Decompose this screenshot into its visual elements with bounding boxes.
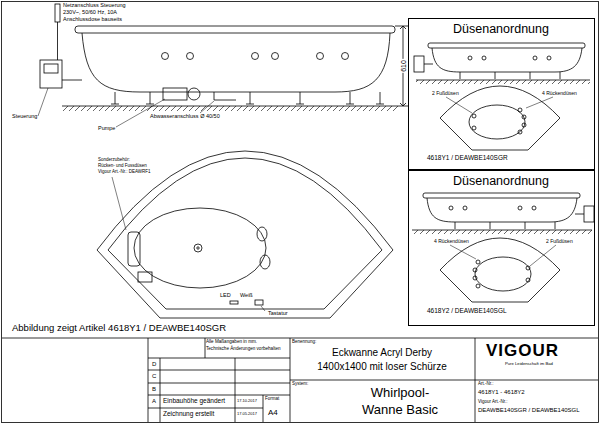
note-text: Vigour Art.-Nr.: DEAWRF1 <box>98 170 151 175</box>
callout-label: 2 Fußdüsen <box>431 91 460 96</box>
revision-text: Zeichnung erstellt <box>163 411 214 418</box>
title-text: Wanne Basic <box>362 403 438 416</box>
title-block-text: Technische Änderungen vorbehalten <box>206 347 281 352</box>
title-block-lines <box>2 338 598 422</box>
model-label: 4618Y2 / DEAWBE140SGL <box>427 308 507 315</box>
title-block-text: Vigour Art.-Nr.: <box>478 400 507 405</box>
part-label: Weiß <box>240 293 253 299</box>
jet-layout-right <box>414 43 590 150</box>
model-label: 4618Y1 / DEAWBE140SGR <box>427 155 508 162</box>
jet-panel: Düsenanordnung 4 Rückendüsen 2 Fußdüsen 461… <box>408 170 595 326</box>
brand-slogan: Pure Leidenschaft im Bad <box>505 362 553 366</box>
note-text: Rücken- und Fussdüsen <box>98 164 147 169</box>
jet-panel: Düsenanordnung 2 Fußdüsen 4 Rückendüsen 461… <box>408 18 595 170</box>
title-text: Whirlpool- <box>371 386 430 399</box>
note-text: Anschlussdose bauseits <box>63 17 122 23</box>
plan-view <box>97 151 393 318</box>
title-block-text: Art.-Nr.: <box>478 382 494 387</box>
title-text: 1400x1400 mit loser Schürze <box>317 362 447 372</box>
title-block-text: A4 <box>268 409 278 417</box>
part-label: Pumpe <box>98 126 115 132</box>
revision-letter: D <box>152 361 156 367</box>
revision-text: Einbauhöhe geändert <box>163 398 225 405</box>
brand-logo: VIGOUR <box>486 342 559 359</box>
dimension-label: 610 <box>400 59 407 73</box>
callout-label: 4 Rückendüsen <box>433 239 470 244</box>
title-block-text: Format <box>265 397 279 402</box>
title-block-text: Benennung: <box>292 340 316 345</box>
panel-heading: Düsenanordnung <box>453 23 549 36</box>
jet-layout-left <box>412 193 594 302</box>
revision-letter: A <box>152 398 156 404</box>
revision-date: 17.10.2017 <box>237 399 257 403</box>
callout-label: 2 Fußdüsen <box>545 239 574 244</box>
title-block-text: Alle Maßangaben in mm. <box>206 340 257 345</box>
panel-heading: Düsenanordnung <box>453 175 549 188</box>
note-text: Netzanschluss Steuerung <box>63 3 126 9</box>
revision-date: 17.05.2017 <box>237 412 257 416</box>
part-label: LED <box>220 293 231 299</box>
part-label: Tastatur <box>268 311 288 317</box>
title-text: Eckwanne Acryl Derby <box>332 348 432 358</box>
title-block-text: System: <box>292 382 308 387</box>
note-text: Sonderzubehör: <box>98 158 130 163</box>
revision-letter: B <box>152 386 156 392</box>
part-label: Steuerung <box>12 114 37 120</box>
note-text: 230V~, 50/60 Hz, 10A <box>63 10 117 16</box>
part-label: Abwasseranschluss Ø 40/50 <box>150 114 220 120</box>
article-number: DEAWBE140SGR / DEAWBE140SGL <box>478 407 580 413</box>
side-view <box>38 4 408 127</box>
callout-label: 4 Rückendüsen <box>541 91 578 96</box>
figure-note: Abbildung zeigt Artikel 4618Y1 / DEAWBE1… <box>12 323 226 333</box>
article-number: 4618Y1 - 4618Y2 <box>478 389 525 395</box>
revision-letter: C <box>152 373 156 379</box>
